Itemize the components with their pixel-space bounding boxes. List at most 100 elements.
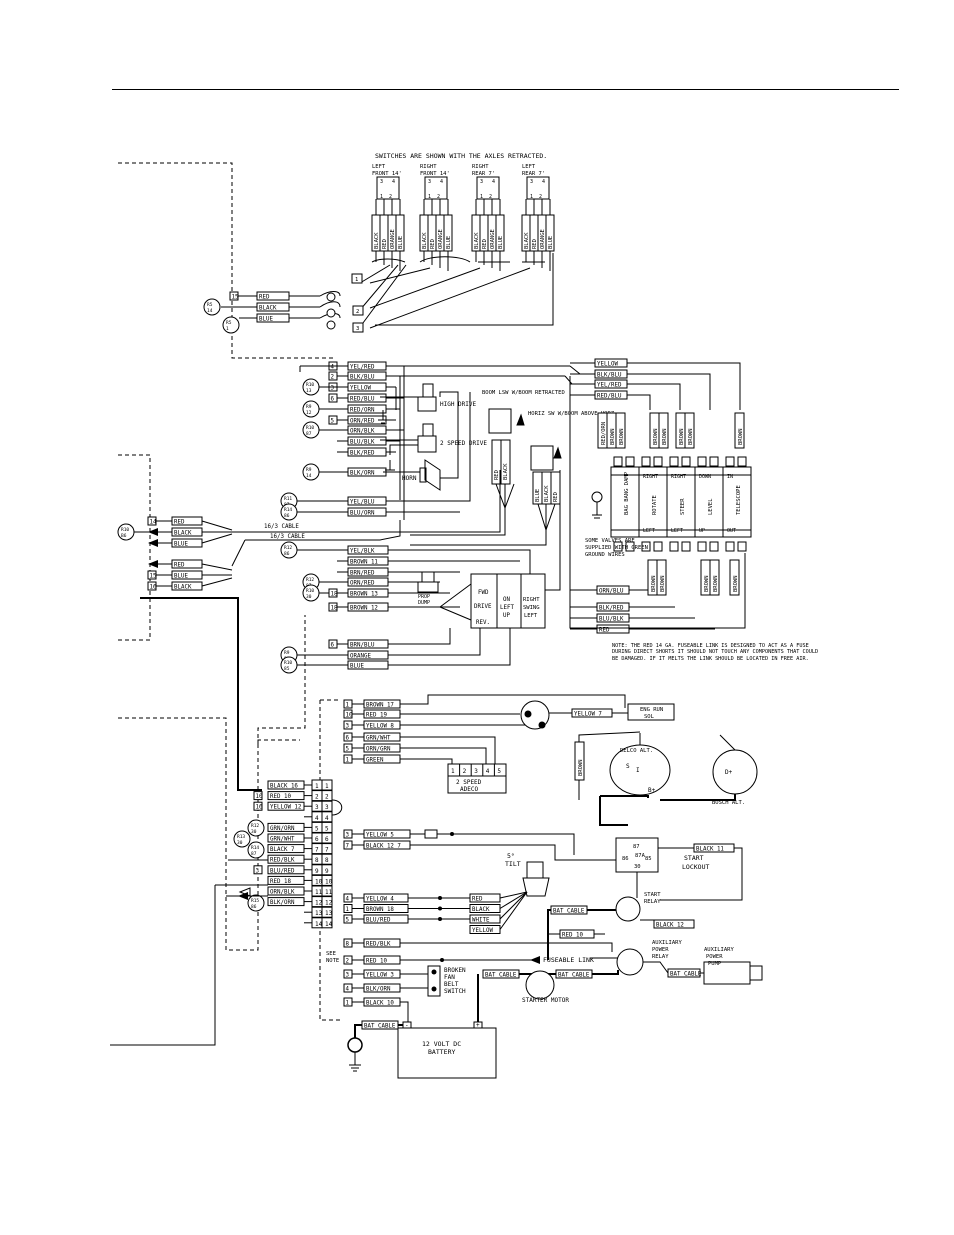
broken-fan-label: FAN — [444, 974, 455, 981]
left-wire-num-text: 5 — [331, 419, 335, 425]
drive-lower-ref-b: 85 — [284, 666, 290, 672]
feed-black-label: BLACK — [259, 306, 277, 312]
valve-top-wire-box — [734, 412, 745, 449]
adeco-body — [447, 775, 507, 794]
axle-harness — [359, 264, 531, 329]
fan-switch-body — [427, 965, 441, 997]
drive-num-text: 18 — [331, 606, 338, 612]
alt-pin-s: S — [626, 763, 630, 770]
valve-note-line: SUPPLIED WITH GREEN — [585, 545, 648, 551]
engine-num-text: 5 — [346, 747, 350, 753]
junction-dot — [438, 906, 442, 911]
tilt-short-label: YELLOW — [472, 928, 493, 934]
horn-label: HORN — [402, 475, 417, 482]
pin: 3 — [428, 179, 431, 185]
alt-pin-dplus: D+ — [725, 769, 733, 776]
feed-ref1-circle — [203, 298, 221, 316]
feed-plug — [326, 292, 336, 302]
pin: 1 — [530, 194, 533, 200]
drive-wire-label: BROWN 11 — [350, 560, 378, 566]
battery-label: 12 VOLT DC — [422, 1040, 461, 1048]
terminal-pin-box — [321, 917, 333, 929]
cable-top-red-label: RED — [174, 520, 185, 526]
feed-red-label: RED — [259, 295, 270, 301]
engine-wire-label: BROWN 17 — [366, 703, 394, 709]
terminal-pin-box — [321, 800, 333, 812]
drive-fan — [388, 583, 472, 621]
terminal-pin-box — [321, 821, 333, 833]
axle-wire-label: RED — [532, 239, 538, 249]
see-note-label: NOTE — [326, 958, 339, 964]
prop-dump-label: DUMP — [418, 600, 430, 606]
engine-wire-label: RED 19 — [366, 713, 387, 719]
terminal-pin-box — [321, 864, 333, 876]
left-wire-label: BLK/RED — [350, 451, 375, 457]
pin: 1 — [380, 194, 383, 200]
valve-bottom-brown-box — [729, 559, 740, 596]
engine-runs — [400, 694, 626, 765]
battery-post-pos — [473, 1021, 483, 1029]
cable-a-label: 16/3 CABLE — [264, 524, 299, 530]
adeco-pin: 1 — [451, 768, 455, 775]
terminal-pin: 9 — [325, 868, 329, 875]
valve-bottom-brown: BROWN — [713, 575, 719, 592]
adeco-pin: 3 — [474, 768, 478, 775]
engine-num-text: 3 — [346, 724, 350, 730]
arrow-icon — [530, 956, 540, 964]
valve-term — [641, 456, 651, 467]
black11-label: BLACK 11 — [696, 847, 724, 853]
dir-right: RIGHT — [523, 597, 540, 603]
terminal-num-box — [253, 801, 263, 811]
axle-switch-name: REAR 7' — [522, 171, 545, 177]
high-drive-label: HIGH DRIVE — [440, 401, 477, 408]
relay-87: 87 — [633, 844, 640, 850]
adeco-pin: 5 — [497, 768, 501, 775]
cable-num-text: 16 — [150, 585, 157, 591]
aux-pump-motor — [749, 965, 763, 981]
valve-bottom-wire-label: BLU/BLK — [599, 617, 624, 623]
drive-block-2 — [496, 573, 522, 629]
mid-wire-label: YELLOW 5 — [366, 833, 394, 839]
ground-lug-icon — [347, 1037, 363, 1053]
terminal-pin: 7 — [325, 847, 329, 854]
terminal-num-text: 16 — [256, 805, 263, 811]
valve-term — [681, 541, 691, 552]
boom-wire-label: BLACK — [503, 463, 509, 480]
aux-lines — [643, 961, 704, 974]
feed-ref2-a: R5 — [226, 320, 232, 326]
left-wire-label: RED/ORN — [350, 408, 375, 414]
axle-wire-label: BLACK — [474, 232, 480, 249]
drive-ref-a: R10 — [306, 588, 314, 594]
brown-vert-label: BROWN — [578, 759, 584, 776]
aux-pump-label: AUXILIARY — [704, 947, 734, 953]
heavy-wire — [140, 597, 262, 791]
terminal-pin: 5 — [315, 825, 319, 832]
alt-pin-i: I — [636, 767, 640, 774]
terminal-wire-label: GRN/WHT — [270, 837, 295, 843]
battery-neg: - — [405, 1022, 409, 1029]
drive-num-text: 18 — [331, 592, 338, 598]
pin: 4 — [492, 179, 495, 185]
dir-up: UP — [503, 613, 510, 619]
terminal-pin: 11 — [315, 889, 323, 896]
valve-top: DOWN — [699, 474, 711, 480]
relay-30: 30 — [634, 864, 641, 870]
valve-top: RIGHT — [671, 474, 686, 480]
valve-wire-line — [570, 373, 711, 410]
valve-term — [737, 541, 747, 552]
terminal-pin: 4 — [315, 815, 319, 822]
valve-frame — [569, 376, 746, 629]
valve-term — [613, 456, 623, 467]
drive-wire-label: ORN/RED — [350, 581, 375, 587]
axle-note: SWITCHES ARE SHOWN WITH THE AXLES RETRAC… — [375, 152, 547, 160]
aux-relay-label: POWER — [652, 947, 669, 953]
drive-lower-line — [388, 628, 481, 656]
drive-ref-b: 30 — [306, 594, 312, 600]
terminal-wire-label: BLACK 7 — [270, 847, 295, 853]
aux-relay-icon — [616, 948, 644, 976]
adeco-pin: 2 — [463, 768, 467, 775]
left-ref-a: R10 — [306, 425, 314, 431]
starter-label: STARTER MOTOR — [522, 997, 569, 1004]
